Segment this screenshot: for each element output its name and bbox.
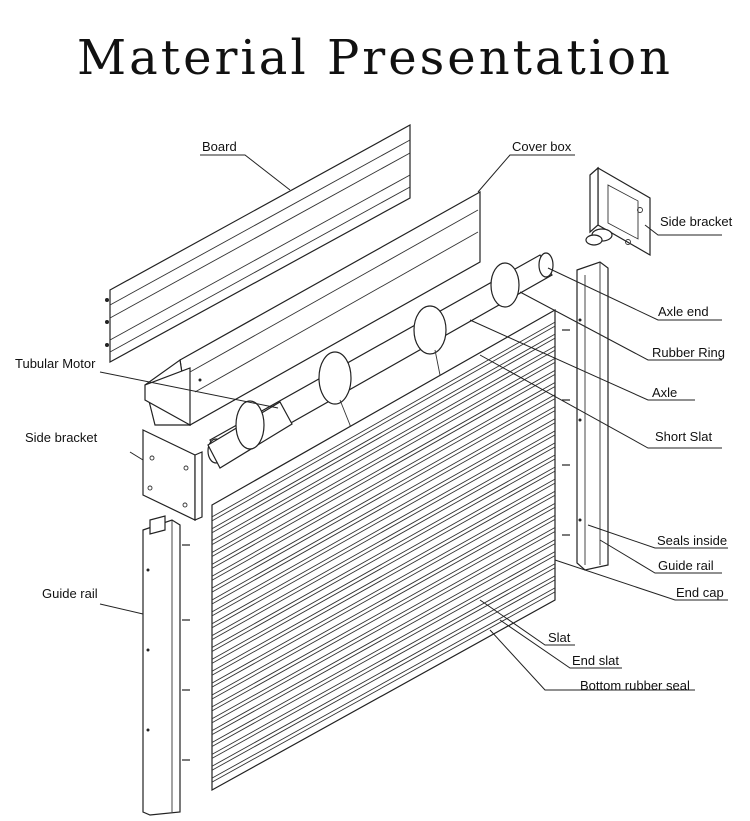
slat-groove [211, 406, 556, 601]
label-guide-rail-left: Guide rail [42, 586, 98, 601]
label-axle: Axle [652, 385, 677, 400]
slat-groove [211, 502, 556, 696]
slat-groove [211, 454, 556, 648]
leader-lines [99, 154, 728, 691]
slat-groove [211, 410, 556, 605]
screws [182, 329, 570, 761]
label-side-bracket-left: Side bracket [25, 430, 98, 445]
slat-groove [211, 398, 556, 593]
slat-groove [211, 519, 556, 712]
slat-groove [211, 575, 556, 767]
slat-groove [211, 482, 556, 676]
slat-groove [211, 374, 556, 569]
slat-groove [211, 349, 556, 546]
slat-groove [211, 563, 556, 755]
slat-groove [211, 321, 556, 518]
slat-groove [211, 345, 556, 542]
label-end-cap: End cap [676, 585, 724, 600]
slat-groove [211, 446, 556, 641]
slat-groove [211, 591, 556, 783]
slat-groove [211, 370, 556, 565]
slat-groove [211, 333, 556, 530]
label-seals-inside: Seals inside [657, 533, 727, 548]
slat-groove [211, 555, 556, 747]
slat-groove [211, 382, 556, 577]
slat-groove [211, 386, 556, 581]
slat-groove [211, 494, 556, 688]
slat-groove [211, 394, 556, 589]
slat-groove [211, 579, 556, 771]
slat-groove [211, 361, 556, 557]
slat-groove [211, 325, 556, 522]
labels: Board Cover box Side bracket Tubular Mot… [15, 139, 733, 693]
label-axle-end: Axle end [658, 304, 709, 319]
slat-groove [211, 527, 556, 720]
page-title: Material Presentation [77, 30, 673, 86]
label-tubular-motor: Tubular Motor [15, 356, 96, 371]
slat-groove [211, 506, 556, 700]
label-slat: Slat [548, 630, 571, 645]
slat-groove [211, 337, 556, 534]
label-board: Board [202, 139, 237, 154]
guide-rail-right-part [576, 261, 609, 571]
label-guide-rail-right: Guide rail [658, 558, 714, 573]
board-part [105, 123, 411, 364]
slat-groove [211, 430, 556, 625]
side-bracket-right-part [585, 166, 651, 257]
slat-groove [211, 551, 556, 743]
label-short-slat: Short Slat [655, 429, 712, 444]
slat-groove [211, 466, 556, 660]
slat-groove [211, 515, 556, 708]
label-bottom-rubber-seal: Bottom rubber seal [580, 678, 690, 693]
side-bracket-left-part [142, 429, 203, 521]
axle-part [207, 252, 554, 469]
slat-groove [211, 458, 556, 652]
slat-groove [211, 478, 556, 672]
slat-groove [211, 470, 556, 664]
slat-groove [211, 434, 556, 629]
slat-curtain [211, 308, 556, 792]
slat-groove [211, 442, 556, 637]
slat-groove [211, 543, 556, 736]
slat-groove [211, 587, 556, 779]
slat-groove [211, 539, 556, 732]
slat-groove [211, 357, 556, 553]
rubber-rings [235, 262, 520, 456]
guide-rail-left-part [142, 515, 181, 816]
slat-groove [211, 418, 556, 613]
label-rubber-ring: Rubber Ring [652, 345, 725, 360]
label-end-slat: End slat [572, 653, 619, 668]
cover-box-part [144, 190, 481, 427]
label-side-bracket-right: Side bracket [660, 214, 733, 229]
slat-groove [211, 531, 556, 724]
slat-groove [211, 422, 556, 617]
label-cover-box: Cover box [512, 139, 572, 154]
slat-groove [211, 567, 556, 759]
slat-groove [211, 490, 556, 684]
